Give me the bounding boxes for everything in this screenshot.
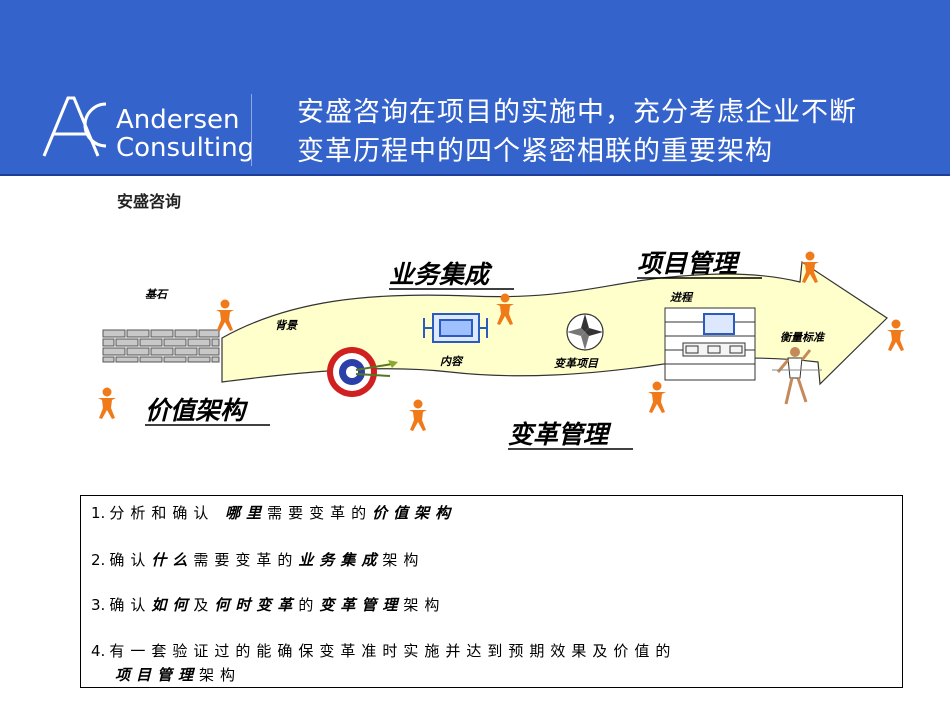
slide-title-line-1: 安盛咨询在项目的实施中，充分考虑企业不断 (297, 97, 857, 128)
framework-label-value: 价值架构 (145, 396, 249, 425)
integration-device-icon (423, 313, 488, 343)
person-icon (887, 319, 905, 351)
compass-icon (566, 313, 604, 351)
brick-wall-icon (102, 329, 220, 363)
label-foundation: 基石 (145, 288, 169, 301)
person-icon (409, 399, 427, 431)
person-icon (648, 381, 666, 413)
label-measure: 衡量标准 (780, 331, 826, 344)
andersen-logo-icon (42, 96, 107, 157)
person-icon (98, 387, 116, 419)
label-change-project: 变革项目 (554, 357, 599, 370)
framework-label-business: 业务集成 (389, 260, 493, 289)
label-progress: 进程 (670, 291, 694, 304)
framework-label-change: 变革管理 (508, 420, 612, 449)
step-4: 4.有一套验证过的能确保变革准时实施并达到预期效果及价值的 (91, 642, 677, 660)
label-background: 背景 (275, 319, 298, 332)
logo-text-consulting: Consulting (116, 133, 255, 163)
change-framework-diagram: 业务集成 项目管理 价值架构 变革管理 基石 背景 内容 变革项目 进程 衡量标… (98, 249, 905, 450)
person-icon (216, 299, 234, 331)
company-label: 安盛咨询 (117, 192, 182, 211)
framework-label-project: 项目管理 (637, 249, 741, 278)
logo-divider (251, 94, 252, 166)
step-3: 3.确认如何及何时变革的变革管理架构 (91, 596, 446, 614)
process-chart-icon (664, 307, 756, 381)
steps-box: 1.分析和确认 哪里需要变革的价值架构 2.确认什么需要变革的业务集成架构 3.… (80, 495, 903, 688)
step-1: 1.分析和确认 哪里需要变革的价值架构 (91, 504, 457, 522)
step-2: 2.确认什么需要变革的业务集成架构 (91, 551, 425, 569)
label-content: 内容 (440, 355, 464, 368)
runner-icon (772, 347, 822, 405)
header-banner: Andersen Consulting 安盛咨询在项目的实施中，充分考虑企业不断… (0, 0, 950, 176)
logo-text-andersen: Andersen (116, 105, 240, 135)
step-4-continued: 项目管理架构 (115, 666, 242, 684)
slide-title-line-2: 变革历程中的四个紧密相联的重要架构 (297, 136, 773, 167)
target-icon (327, 347, 398, 397)
